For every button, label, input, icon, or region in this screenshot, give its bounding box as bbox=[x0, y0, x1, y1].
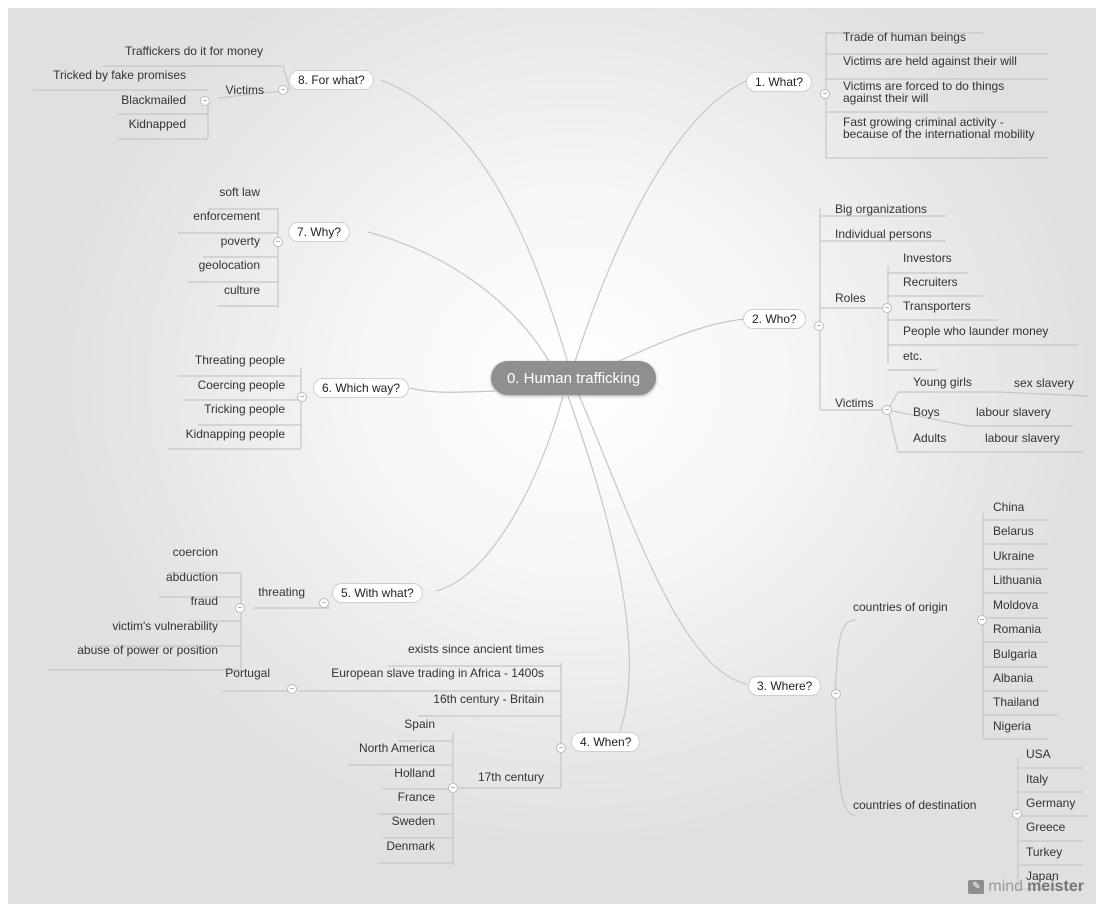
when-item: European slave trading in Africa - 1400s bbox=[331, 666, 544, 680]
role-item: Investors bbox=[903, 251, 952, 265]
victim-sub-item: labour slavery bbox=[976, 405, 1051, 419]
when-sub-item: Portugal bbox=[225, 666, 270, 680]
topic-why[interactable]: 7. Why? bbox=[288, 222, 351, 242]
with-what-item: abuse of power or position bbox=[77, 643, 218, 657]
collapse-icon[interactable]: − bbox=[882, 303, 892, 313]
collapse-icon[interactable]: − bbox=[319, 598, 329, 608]
why-item: culture bbox=[223, 283, 260, 297]
collapse-icon[interactable]: − bbox=[273, 237, 283, 247]
with-what-item: fraud bbox=[190, 594, 218, 608]
which-way-item: Threating people bbox=[194, 353, 285, 367]
origin-country: Lithuania bbox=[993, 573, 1042, 587]
what-item: Victims are forced to do things against … bbox=[843, 79, 1005, 105]
destination-country: Greece bbox=[1026, 820, 1066, 834]
collapse-icon[interactable]: − bbox=[820, 89, 830, 99]
collapse-icon[interactable]: − bbox=[235, 603, 245, 613]
origin-country: Belarus bbox=[993, 524, 1034, 538]
victim-item: Young girls bbox=[913, 375, 972, 389]
for-what-victims-label: Victims bbox=[225, 83, 264, 97]
destination-country: Germany bbox=[1026, 796, 1076, 810]
collapse-icon[interactable]: − bbox=[297, 392, 307, 402]
century-17-country: Spain bbox=[404, 717, 435, 731]
victim-sub-item: labour slavery bbox=[985, 431, 1060, 445]
victim-item: Adults bbox=[913, 431, 947, 445]
collapse-icon[interactable]: − bbox=[278, 85, 288, 95]
who-victims-label: Victims bbox=[835, 396, 874, 410]
collapse-icon[interactable]: − bbox=[1012, 809, 1022, 819]
origin-label: countries of origin bbox=[853, 600, 948, 614]
destination-country: Italy bbox=[1026, 772, 1049, 786]
century-17-country: Holland bbox=[394, 766, 435, 780]
topic-when[interactable]: 4. When? bbox=[571, 732, 641, 752]
century-17-country: Sweden bbox=[391, 814, 435, 828]
destination-country: USA bbox=[1026, 747, 1051, 761]
mindmeister-logo-icon: ✎ bbox=[968, 880, 985, 894]
topic-what[interactable]: 1. What? bbox=[746, 72, 813, 92]
collapse-icon[interactable]: − bbox=[200, 96, 210, 106]
collapse-icon[interactable]: − bbox=[882, 405, 892, 415]
collapse-icon[interactable]: − bbox=[448, 783, 458, 793]
victim-sub-item: sex slavery bbox=[1014, 376, 1075, 390]
logo-text-prefix: mind bbox=[988, 878, 1024, 895]
origin-country: Thailand bbox=[993, 695, 1040, 709]
collapse-icon[interactable]: − bbox=[287, 684, 297, 694]
for-what-victim-item: Tricked by fake promises bbox=[53, 68, 186, 82]
origin-country: Ukraine bbox=[993, 549, 1035, 563]
topic-where[interactable]: 3. Where? bbox=[748, 676, 822, 696]
topic-for-what[interactable]: 8. For what? bbox=[289, 70, 374, 90]
who-item: Individual persons bbox=[835, 227, 932, 241]
century-17-country: Denmark bbox=[386, 839, 435, 853]
destination-country: Japan bbox=[1026, 869, 1059, 883]
origin-country: China bbox=[993, 500, 1025, 514]
with-what-item: abduction bbox=[165, 570, 218, 584]
who-roles-label: Roles bbox=[835, 291, 866, 305]
role-item: etc. bbox=[903, 349, 923, 363]
when-item: exists since ancient times bbox=[407, 642, 544, 656]
why-item: geolocation bbox=[198, 258, 260, 272]
topic-which-way[interactable]: 6. Which way? bbox=[313, 378, 410, 398]
collapse-icon[interactable]: − bbox=[977, 615, 987, 625]
role-item: Transporters bbox=[903, 299, 971, 313]
what-item: Trade of human beings bbox=[843, 30, 966, 44]
origin-country: Nigeria bbox=[993, 719, 1032, 733]
victim-item: Boys bbox=[913, 405, 940, 419]
when-17th-label: 17th century bbox=[477, 770, 544, 784]
which-way-item: Coercing people bbox=[197, 378, 285, 392]
century-17-country: North America bbox=[358, 741, 435, 755]
what-item: Victims are held against their will bbox=[843, 54, 1017, 68]
which-way-item: Tricking people bbox=[204, 402, 285, 416]
why-item: soft law bbox=[219, 185, 260, 199]
with-what-item: victim's vulnerability bbox=[112, 619, 218, 633]
for-what-victim-item: Blackmailed bbox=[121, 93, 186, 107]
who-item: Big organizations bbox=[835, 202, 928, 216]
origin-country: Bulgaria bbox=[993, 647, 1038, 661]
for-what-victim-item: Kidnapped bbox=[128, 117, 186, 131]
connector-lines bbox=[33, 32, 1089, 890]
why-item: poverty bbox=[220, 234, 260, 248]
role-item: Recruiters bbox=[903, 275, 958, 289]
collapse-icon[interactable]: − bbox=[556, 743, 566, 753]
with-what-item: coercion bbox=[172, 545, 218, 559]
destination-country: Turkey bbox=[1026, 845, 1063, 859]
topic-who[interactable]: 2. Who? bbox=[743, 309, 806, 329]
with-what-threating-label: threating bbox=[258, 585, 305, 599]
when-item: 16th century - Britain bbox=[433, 692, 544, 706]
why-item: enforcement bbox=[193, 209, 260, 223]
which-way-item: Kidnapping people bbox=[185, 427, 285, 441]
origin-country: Albania bbox=[993, 671, 1034, 685]
century-17-country: France bbox=[397, 790, 435, 804]
mindmap-canvas: 0. Human trafficking 1. What? 2. Who? 3.… bbox=[8, 8, 1096, 904]
topic-with-what[interactable]: 5. With what? bbox=[332, 583, 423, 603]
logo-text-suffix: meister bbox=[1027, 878, 1084, 895]
destination-label: countries of destination bbox=[853, 798, 977, 812]
for-what-item: Traffickers do it for money bbox=[124, 44, 263, 58]
collapse-icon[interactable]: − bbox=[814, 321, 824, 331]
central-topic[interactable]: 0. Human trafficking bbox=[491, 361, 656, 395]
collapse-icon[interactable]: − bbox=[831, 689, 841, 699]
what-item: Fast growing criminal activity - because… bbox=[843, 115, 1035, 141]
origin-country: Romania bbox=[993, 622, 1042, 636]
role-item: People who launder money bbox=[903, 324, 1049, 338]
origin-country: Moldova bbox=[993, 598, 1039, 612]
